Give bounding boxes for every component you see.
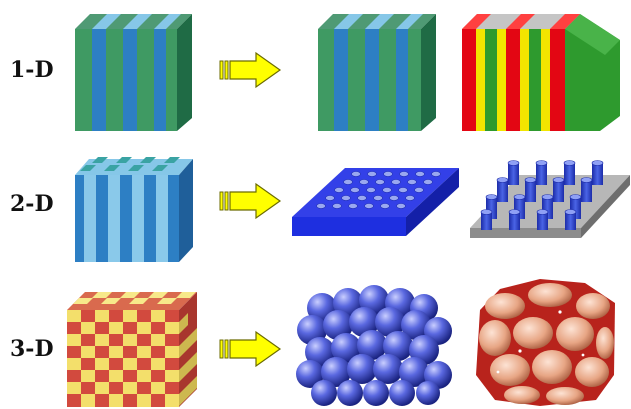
row-label-1d: 1-D: [10, 57, 54, 83]
sphere-packing: [296, 285, 452, 406]
row-label-2d: 2-D: [10, 191, 54, 217]
cylinder-block-left: [75, 157, 193, 262]
lamellar-block-left: [75, 14, 192, 131]
porous-slab: [292, 168, 459, 236]
arrow-icon-row3: [219, 331, 281, 367]
lamellar-block-middle: [318, 14, 436, 131]
lamellar-block-right: [462, 14, 620, 131]
pillar-array: [470, 160, 630, 238]
arrow-icon-row1: [219, 52, 281, 88]
checkerboard-cube: [67, 292, 197, 407]
row-label-3d: 3-D: [10, 336, 54, 362]
gyroid-network: [476, 279, 615, 406]
arrow-icon-row2: [219, 183, 281, 219]
